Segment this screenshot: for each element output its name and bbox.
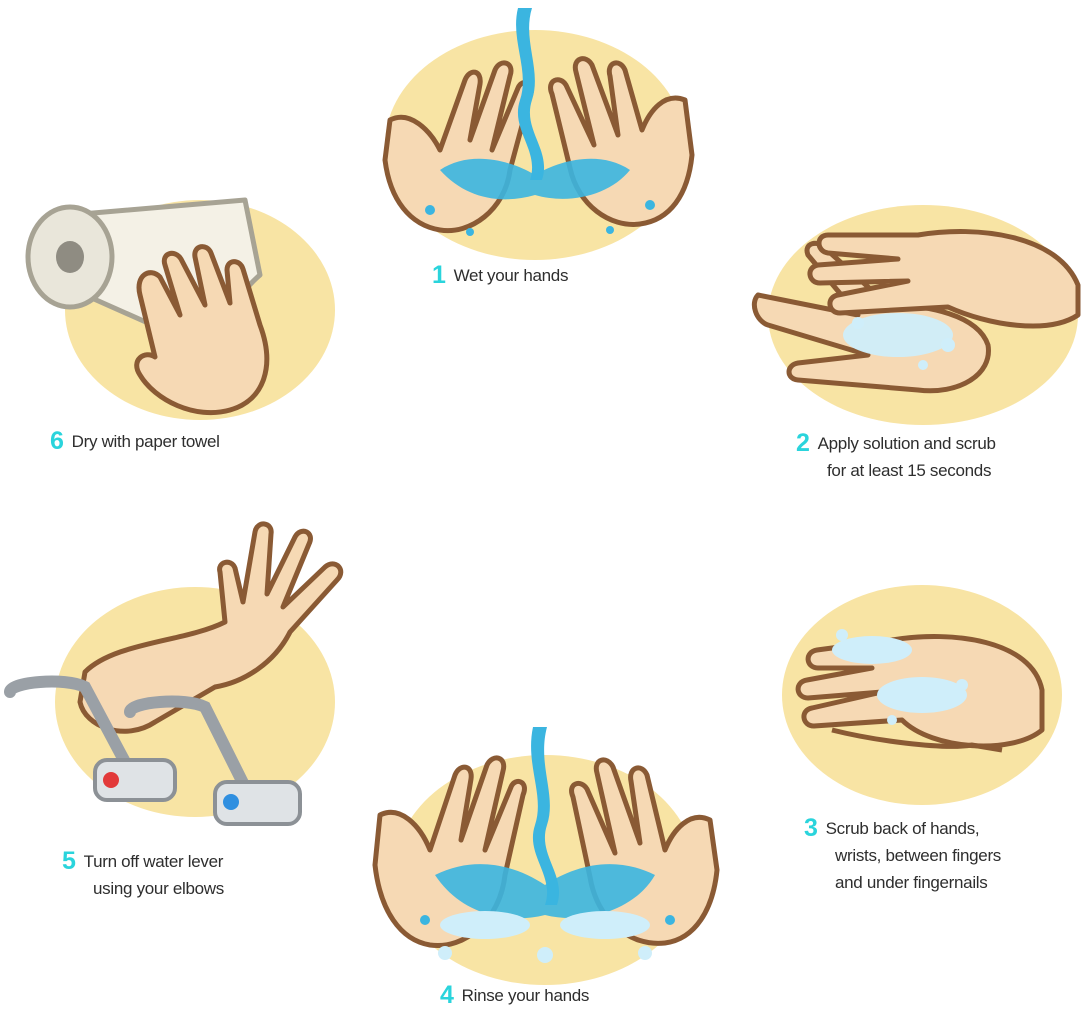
step-1-caption: 1 Wet your hands — [432, 262, 568, 289]
step-6-caption: 6 Dry with paper towel — [50, 428, 220, 455]
step-2-number: 2 — [796, 429, 810, 457]
rinse-hands-icon — [365, 725, 725, 990]
wet-hands-icon — [370, 0, 710, 260]
step-2-text-line-1: Apply solution and scrub — [818, 434, 996, 453]
step-2-caption: 2 Apply solution and scrub for at least 1… — [796, 430, 996, 484]
paper-towel-icon — [15, 185, 345, 425]
scrubbing-hands-icon — [772, 580, 1077, 810]
step-3-number: 3 — [804, 814, 818, 842]
step-3-text-line-1: Scrub back of hands, — [826, 819, 980, 838]
lathering-hands-icon — [748, 195, 1083, 425]
step-5-number: 5 — [62, 847, 76, 875]
step-6-number: 6 — [50, 427, 64, 455]
step-5-caption: 5 Turn off water lever using your elbows — [62, 848, 224, 902]
step-5-text-line-1: Turn off water lever — [84, 852, 224, 871]
step-5-text-line-2: using your elbows — [62, 875, 224, 902]
step-4-text: Rinse your hands — [462, 986, 590, 1005]
step-4-caption: 4 Rinse your hands — [440, 982, 589, 1009]
step-3-caption: 3 Scrub back of hands, wrists, between fi… — [804, 815, 1001, 896]
step-6-text: Dry with paper towel — [72, 432, 220, 451]
step-1-text: Wet your hands — [454, 266, 569, 285]
step-2-text-line-2: for at least 15 seconds — [796, 457, 996, 484]
step-3-text-line-3: and under fingernails — [804, 869, 1001, 896]
step-4-number: 4 — [440, 981, 454, 1009]
step-1-number: 1 — [432, 261, 446, 289]
elbow-lever-icon — [5, 512, 350, 832]
step-3-text-line-2: wrists, between fingers — [804, 842, 1001, 869]
